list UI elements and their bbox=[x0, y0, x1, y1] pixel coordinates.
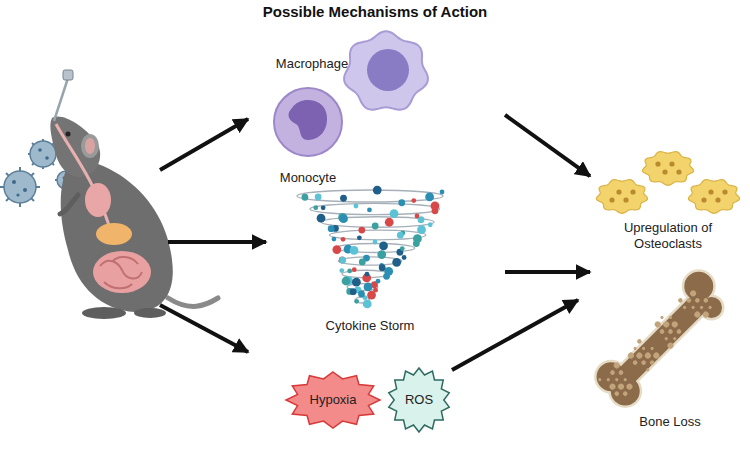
mouse-illustration bbox=[50, 70, 218, 319]
femur-bone bbox=[586, 262, 739, 415]
node-label: Macrophage bbox=[276, 56, 348, 72]
cytokine-storm-group: Cytokine Storm bbox=[295, 182, 505, 338]
node-label: ROS bbox=[405, 392, 433, 408]
node-label: Cytokine Storm bbox=[326, 318, 415, 334]
arrow-connector bbox=[505, 270, 590, 274]
hypoxia-starburst: Hypoxia bbox=[284, 370, 382, 430]
osteoclast-cells bbox=[596, 152, 739, 214]
arrow-connector bbox=[452, 300, 578, 370]
route-arrows bbox=[160, 119, 266, 352]
node-label: Bone Loss bbox=[639, 414, 700, 430]
monocyte-cell bbox=[274, 88, 342, 156]
ros-starburst: ROS bbox=[386, 366, 452, 434]
osteoclast-group: Upregulation of Osteoclasts bbox=[590, 140, 745, 282]
diagram-title: Possible Mechanisms of Action bbox=[0, 3, 750, 20]
macrophage-group: Macrophage bbox=[268, 28, 505, 118]
node-label: Upregulation of Osteoclasts bbox=[598, 220, 738, 253]
starburst-outline bbox=[389, 368, 449, 432]
starburst-outline bbox=[286, 372, 380, 428]
macrophage-cell bbox=[344, 31, 428, 109]
node-label: Hypoxia bbox=[310, 392, 357, 408]
arrow-connector bbox=[505, 115, 590, 176]
monocyte-group: Monocyte bbox=[268, 82, 350, 190]
node-label: Monocyte bbox=[280, 170, 336, 186]
bone-group: Bone Loss bbox=[578, 286, 745, 436]
cytokine-storm-illustration bbox=[297, 186, 444, 309]
